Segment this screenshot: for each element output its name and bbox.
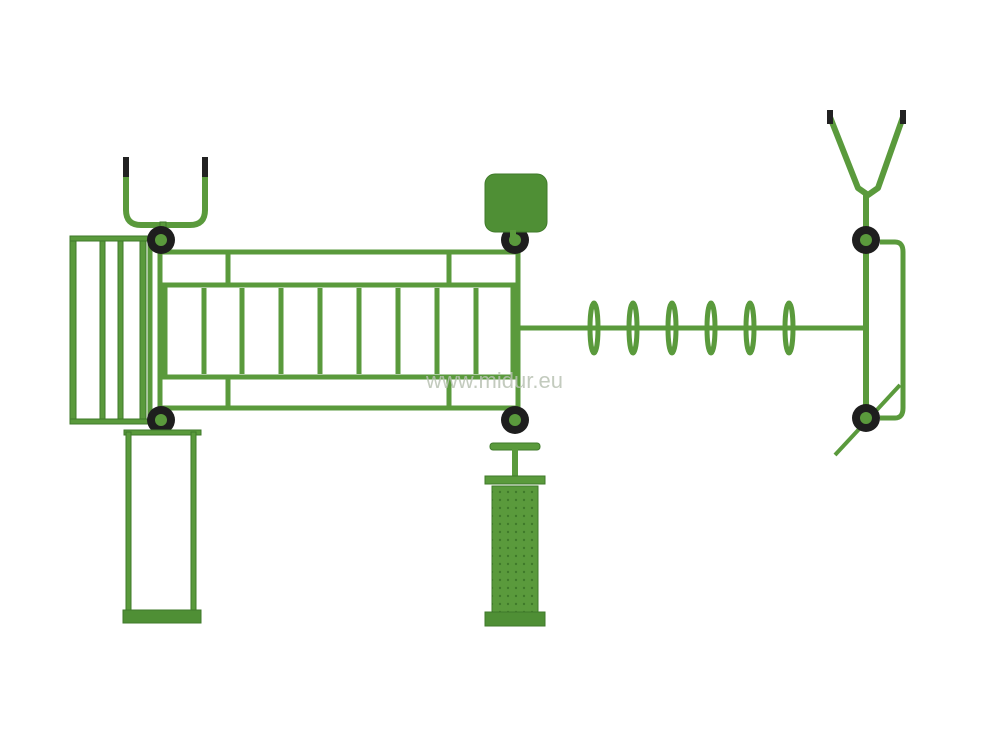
ring-bar xyxy=(518,300,868,356)
center-step-unit xyxy=(484,442,546,627)
right-station xyxy=(827,110,906,457)
left-ladder-station xyxy=(69,235,151,425)
left-bench xyxy=(122,429,202,624)
backrest-pad xyxy=(484,173,548,244)
watermark: www.midur.eu xyxy=(425,368,563,393)
main-bar-frame xyxy=(147,241,521,419)
